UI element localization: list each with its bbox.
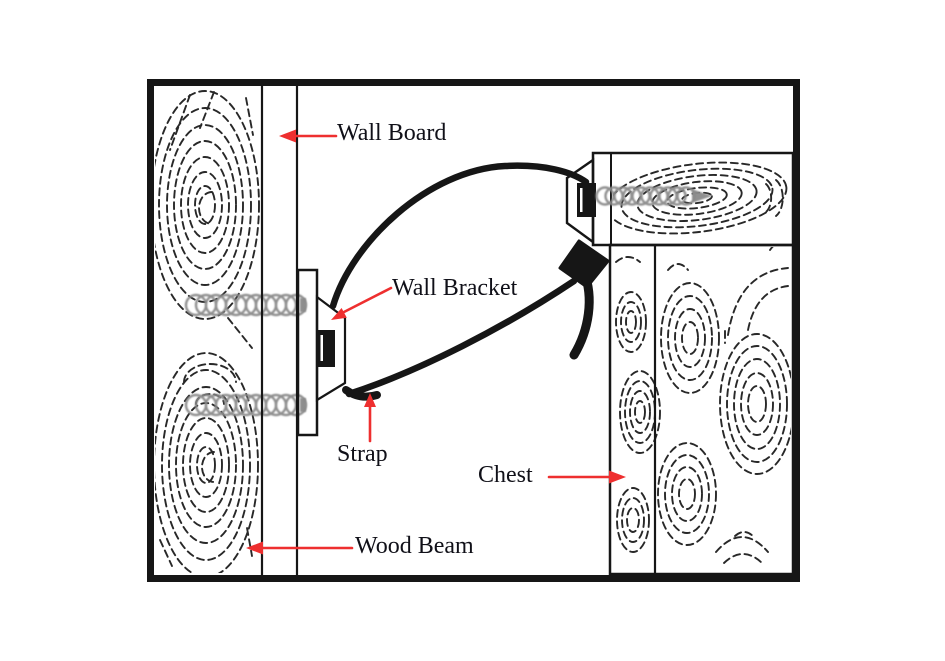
strap [329,162,610,401]
wood-beam-grain [155,90,260,573]
wood-beam-arrow-icon [246,541,354,555]
strap-tail [569,267,594,360]
chest-top-grain [613,161,788,235]
strap-arrow-icon [364,393,376,443]
chest-label: Chest [478,462,533,488]
screw-head-bottom [300,398,306,412]
wall-bracket-arrow-icon [331,286,393,320]
chest-body-panel [608,243,795,576]
wall-board-arrow-icon [279,129,338,143]
screw-head-top [300,298,306,312]
annotation-arrows [246,129,626,555]
chest-top-panel [591,151,795,247]
chest-arrow-icon [547,470,626,484]
wall-board-label: Wall Board [337,120,447,146]
chest-bracket [565,157,596,245]
strap-upper-run [329,162,590,310]
chest-strap-anchor [577,183,596,217]
chest-body-grain [615,247,791,564]
diagram-frame [147,79,800,582]
strap-lower-run [345,277,578,398]
wall-bracket-label: Wall Bracket [392,275,518,301]
wood-beam-label: Wood Beam [355,533,474,559]
strap-bracket-wrap [342,386,381,401]
strap-label: Strap [337,441,388,467]
strap-buckle [558,239,610,289]
wall-bracket [296,268,347,437]
chest-screw [595,186,712,206]
